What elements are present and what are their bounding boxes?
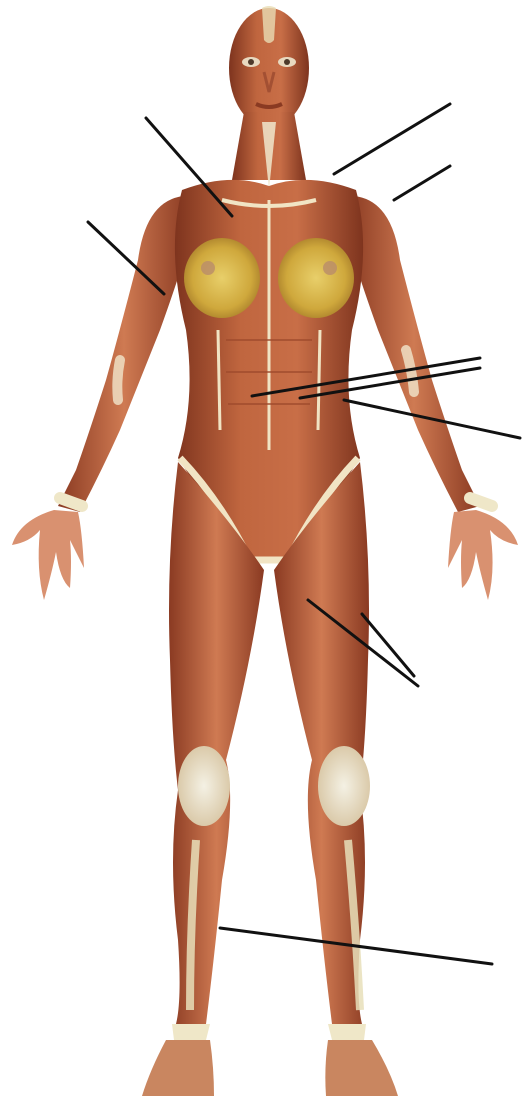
right-leg: [274, 462, 398, 1096]
leader-line-shoulder: [394, 166, 450, 200]
right-arm: [348, 196, 518, 600]
left-breast: [184, 238, 260, 318]
leader-line-thigh-b: [362, 614, 414, 676]
leader-line-neck: [334, 104, 450, 174]
right-breast: [278, 238, 354, 318]
left-leg: [142, 462, 264, 1096]
head: [229, 6, 309, 128]
left-arm: [12, 196, 190, 600]
